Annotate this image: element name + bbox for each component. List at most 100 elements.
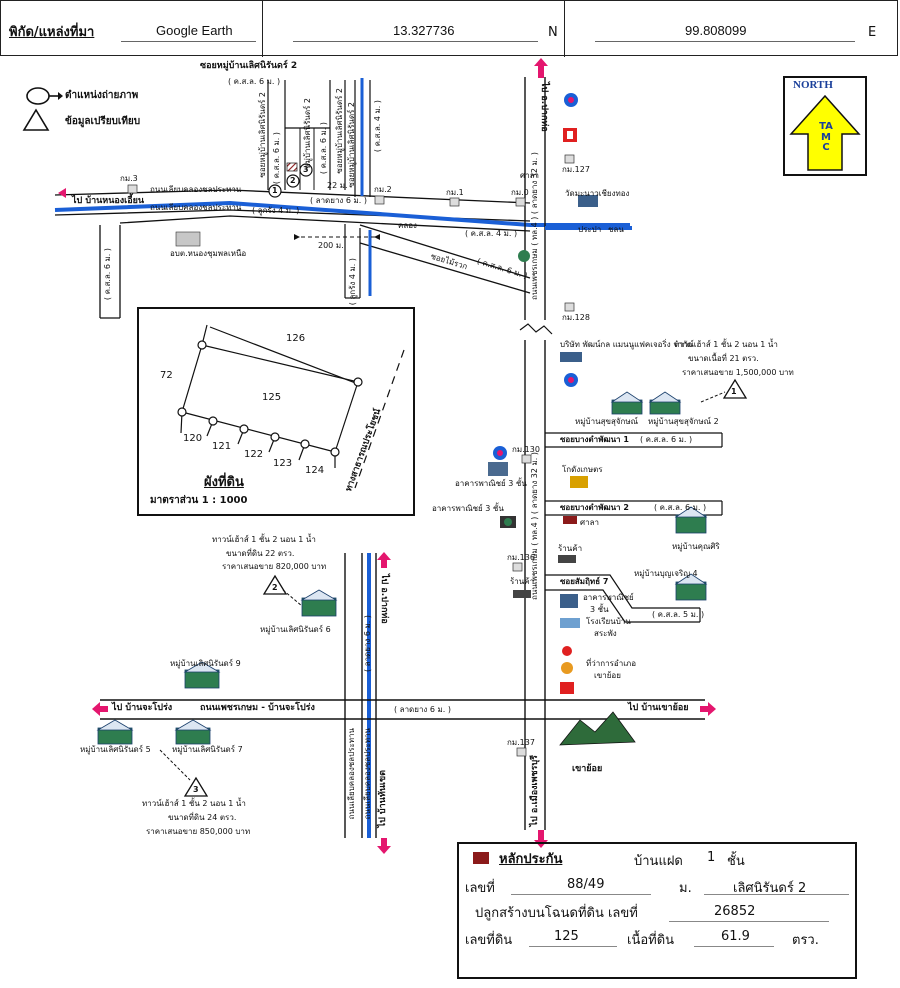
comparison-1-line1: ทาวน์เฮ้าส์ 1 ชั้น 2 นอน 1 น้ำ — [674, 340, 778, 349]
longitude-value: 99.808099 — [685, 23, 747, 38]
label-khao-yoi: เขาย้อย — [572, 764, 603, 774]
label-commercial-3c2: 3 ชั้น — [590, 605, 609, 614]
plot-box — [137, 307, 415, 516]
photo-marker-1-num: 1 — [272, 186, 278, 195]
label-phetkasem-top: ถนนเพชรเกษม ( ทล.4 ) ( ลาดยาง 32 ม. ) — [530, 152, 539, 300]
subject-house-marker — [286, 162, 298, 172]
label-district-office: ที่ว่าการอำเภอ — [586, 659, 636, 668]
collateral-hatch-swatch — [473, 852, 489, 864]
label-to-phetchaburi: ไป อ.เมืองเพชรบุรี — [530, 755, 540, 827]
label-sala: ศาลา — [520, 171, 539, 180]
label-kso-4-road: ( ค.ส.ล. 4 ม. ) — [465, 229, 518, 238]
label-to-than-khet: ไป บ้านทันเขต — [378, 770, 388, 828]
collateral-moo-label: ม. — [679, 881, 692, 896]
north-code: TAMC — [819, 121, 833, 153]
label-asphalt-6: ( ลาดยาง 6 ม. ) — [310, 196, 367, 205]
collateral-land-no-label: เลขที่ดิน — [465, 933, 513, 948]
label-sala-2: ศาลา — [580, 518, 599, 527]
label-soi-loet-2b: หมู่บ้านเลิศนิรันดร์ 2 — [303, 98, 312, 169]
arrow-to-nong-ian — [58, 188, 66, 198]
collateral-no-value: 88/49 — [567, 877, 605, 892]
comparison-3-number: 3 — [193, 785, 199, 794]
plot-scale: มาตราส่วน 1 : 1000 — [150, 495, 248, 506]
km-3: กม.3 — [120, 174, 138, 183]
label-phet-jaroprong: ถนนเพชรเกษม - บ้านจะโปร่ง — [200, 703, 315, 713]
plot-lot-126: 126 — [286, 333, 306, 344]
longitude-dir: E — [868, 25, 877, 40]
comparison-3-triangle — [183, 776, 209, 797]
collateral-no-label: เลขที่ — [465, 881, 495, 896]
label-kso-5: ( ค.ส.ล. 5 ม. ) — [652, 610, 705, 619]
label-to-nong-ian: ไป บ้านหนองเอี้ยน — [72, 196, 145, 206]
comparison-3-line2: ขนาดที่ดิน 24 ตรว. — [168, 813, 237, 822]
collateral-type: บ้านแฝด — [634, 854, 683, 869]
latitude-dir: N — [548, 25, 558, 40]
label-wat: วัดมะนาวเชียงทอง — [565, 189, 630, 198]
km-post-icons — [127, 154, 575, 757]
collateral-deed-label: ปลูกสร้างบนโฉนดที่ดิน เลขที่ — [475, 906, 638, 921]
collateral-area-label: เนื้อที่ดิน — [627, 933, 675, 948]
collateral-floors-unit: ชั้น — [727, 854, 745, 869]
label-asphalt-6v: ( ลาดยาง 6 ม. ) — [363, 615, 372, 672]
km-136: กม.136 — [507, 553, 535, 562]
km-127: กม.127 — [562, 165, 590, 174]
label-canal: คลอง — [398, 221, 417, 230]
plot-diagram — [177, 324, 405, 489]
label-shop-1: ร้านค้า — [558, 544, 583, 553]
label-kso-6-bt1: ( ค.ส.ล. 6 ม. ) — [640, 435, 693, 444]
source-value: Google Earth — [156, 23, 233, 38]
label-22m: 22 ม. — [327, 181, 348, 190]
label-moo-loet-9: หมู่บ้านเลิศนิรันดร์ 9 — [170, 659, 241, 668]
label-soi-bang-tam-2: ซอยบางตำพัฒนา 2 — [560, 503, 629, 512]
label-gravel-4b: ( ลูกรัง 4 ม. ) — [348, 258, 357, 306]
collateral-area-value: 61.9 — [721, 929, 750, 944]
legend-comparison-label: ข้อมูลเปรียบเทียบ — [65, 116, 141, 127]
label-kso-6-b: ( ค.ส.ล. 6 ม. ) — [319, 122, 328, 175]
km-1: กม.1 — [446, 188, 464, 197]
km-137: กม.137 — [507, 738, 535, 747]
label-commercial-3c: อาคารพาณิชย์ — [583, 593, 634, 602]
label-warehouse: โกดังเกษตร — [562, 465, 603, 474]
label-canal-road-2: ถนนเลียบคลองชลประทาน — [150, 203, 242, 212]
collateral-title: หลักประกัน — [499, 852, 563, 867]
label-commercial-3a: อาคารพาณิชย์ 3 ชั้น — [455, 479, 527, 488]
label-soi-loet-2: ซอยหมู่บ้านเลิศนิรันดร์ 2 — [200, 61, 298, 71]
km-0: กม.0 — [511, 188, 529, 197]
landmark-icons — [175, 93, 636, 746]
legend-triangle-icon — [22, 108, 50, 131]
label-moo-loet-6: หมู่บ้านเลิศนิรันดร์ 6 — [260, 625, 331, 634]
arrow-to-khao-yoi — [708, 702, 716, 716]
comparison-2-line1: ทาวน์เฮ้าส์ 1 ชั้น 2 นอน 1 น้ำ — [212, 535, 316, 544]
plot-lot-124: 124 — [305, 465, 325, 476]
legend-photo-icon — [26, 87, 63, 105]
comparison-1-line2: ขนาดเนื้อที่ 21 ตรว. — [688, 354, 759, 363]
arrow-to-jaroprong — [92, 702, 100, 716]
label-kso-6-bt2: ( ค.ส.ล. 6 ม. ) — [654, 503, 707, 512]
comparison-2-triangle — [262, 574, 288, 595]
comparison-3-line1: ทาวน์เฮ้าส์ 1 ชั้น 2 นอน 1 น้ำ — [142, 799, 246, 808]
plot-lot-121: 121 — [212, 441, 232, 452]
label-district-office-b: เขาย้อย — [594, 671, 621, 680]
photo-marker-3 — [299, 163, 313, 177]
latitude-cell: 13.327736 N — [263, 1, 565, 57]
label-to-pak-tho-2: ไป อ.ปากท่อ — [379, 574, 389, 624]
label-canal-road-v2: ถนนเลียบคลองชลประทาน — [363, 728, 372, 820]
comparison-3-line3: ราคาเสนอขาย 850,000 บาท — [146, 827, 251, 836]
label-moo-loet-7: หมู่บ้านเลิศนิรันดร์ 7 — [172, 745, 243, 754]
label-canal-road-1: ถนนเลียบคลองชลประทาน — [150, 185, 242, 194]
comparison-2-line3: ราคาเสนอขาย 820,000 บาท — [222, 562, 327, 571]
plot-lot-125: 125 — [262, 392, 282, 403]
collateral-info-box: หลักประกัน บ้านแฝด 1 ชั้น เลขที่ 88/49 ม… — [457, 842, 857, 979]
plot-lot-122: 122 — [244, 449, 264, 460]
km-130: กม.130 — [512, 445, 540, 454]
label-moo-suk-2: หมู่บ้านสุขสุจักษณ์ 2 — [648, 417, 719, 426]
label-asphalt-6h: ( ลาดยาง 6 ม. ) — [394, 705, 451, 714]
label-shop-2: ร้านค้า — [510, 577, 535, 586]
photo-marker-2-num: 2 — [290, 176, 296, 185]
plot-lot-120: 120 — [183, 433, 203, 444]
house-icons — [97, 399, 707, 745]
label-soi-loet-2d: ซอยหมู่บ้านเลิศนิรันดร์ 2 — [347, 102, 356, 188]
label-school: อบต.หนองชุมพลเหนือ — [170, 249, 247, 258]
label-kso-4: ( ค.ส.ล. 4 ม. ) — [373, 100, 382, 153]
